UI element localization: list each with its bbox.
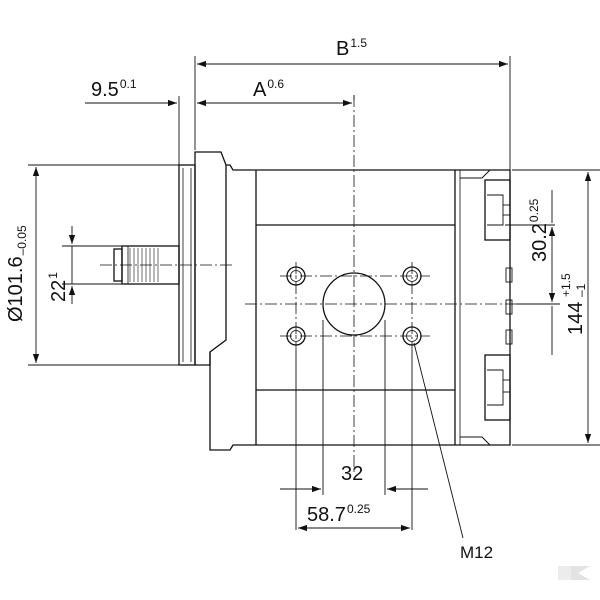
pump-body <box>113 151 513 451</box>
dim-label-height: 144 +1.5 –1 <box>559 273 588 335</box>
rear-port-lower <box>484 354 511 421</box>
dim-label-flange-offset: 9.50.1 <box>91 77 137 101</box>
dimension-labels: B1.5 A0.6 9.50.1 Ø101.6–0.05 221 30.20.2… <box>5 36 588 562</box>
thread-leader <box>413 342 464 539</box>
svg-text:144: 144 <box>565 302 587 335</box>
dim-label-shaft: 221 <box>46 272 70 302</box>
svg-text:–1: –1 <box>574 283 588 297</box>
dim-label-B: B1.5 <box>336 36 367 60</box>
dim-label-bolt-pattern: 58.70.25 <box>307 502 371 526</box>
flange-outline <box>194 151 227 366</box>
center-lines <box>100 95 520 475</box>
dim-label-A: A0.6 <box>253 77 284 101</box>
rear-port-upper <box>484 179 511 241</box>
dim-label-port-offset: 30.20.25 <box>527 198 551 262</box>
dim-label-diameter: Ø101.6–0.05 <box>5 225 29 322</box>
housing-outline <box>209 164 511 451</box>
brand-logo <box>558 566 590 580</box>
svg-text:+1.5: +1.5 <box>559 273 573 297</box>
thread-label: M12 <box>460 543 493 562</box>
dimension-lines <box>28 56 600 539</box>
dim-label-bolt-spacing: 32 <box>341 463 363 485</box>
